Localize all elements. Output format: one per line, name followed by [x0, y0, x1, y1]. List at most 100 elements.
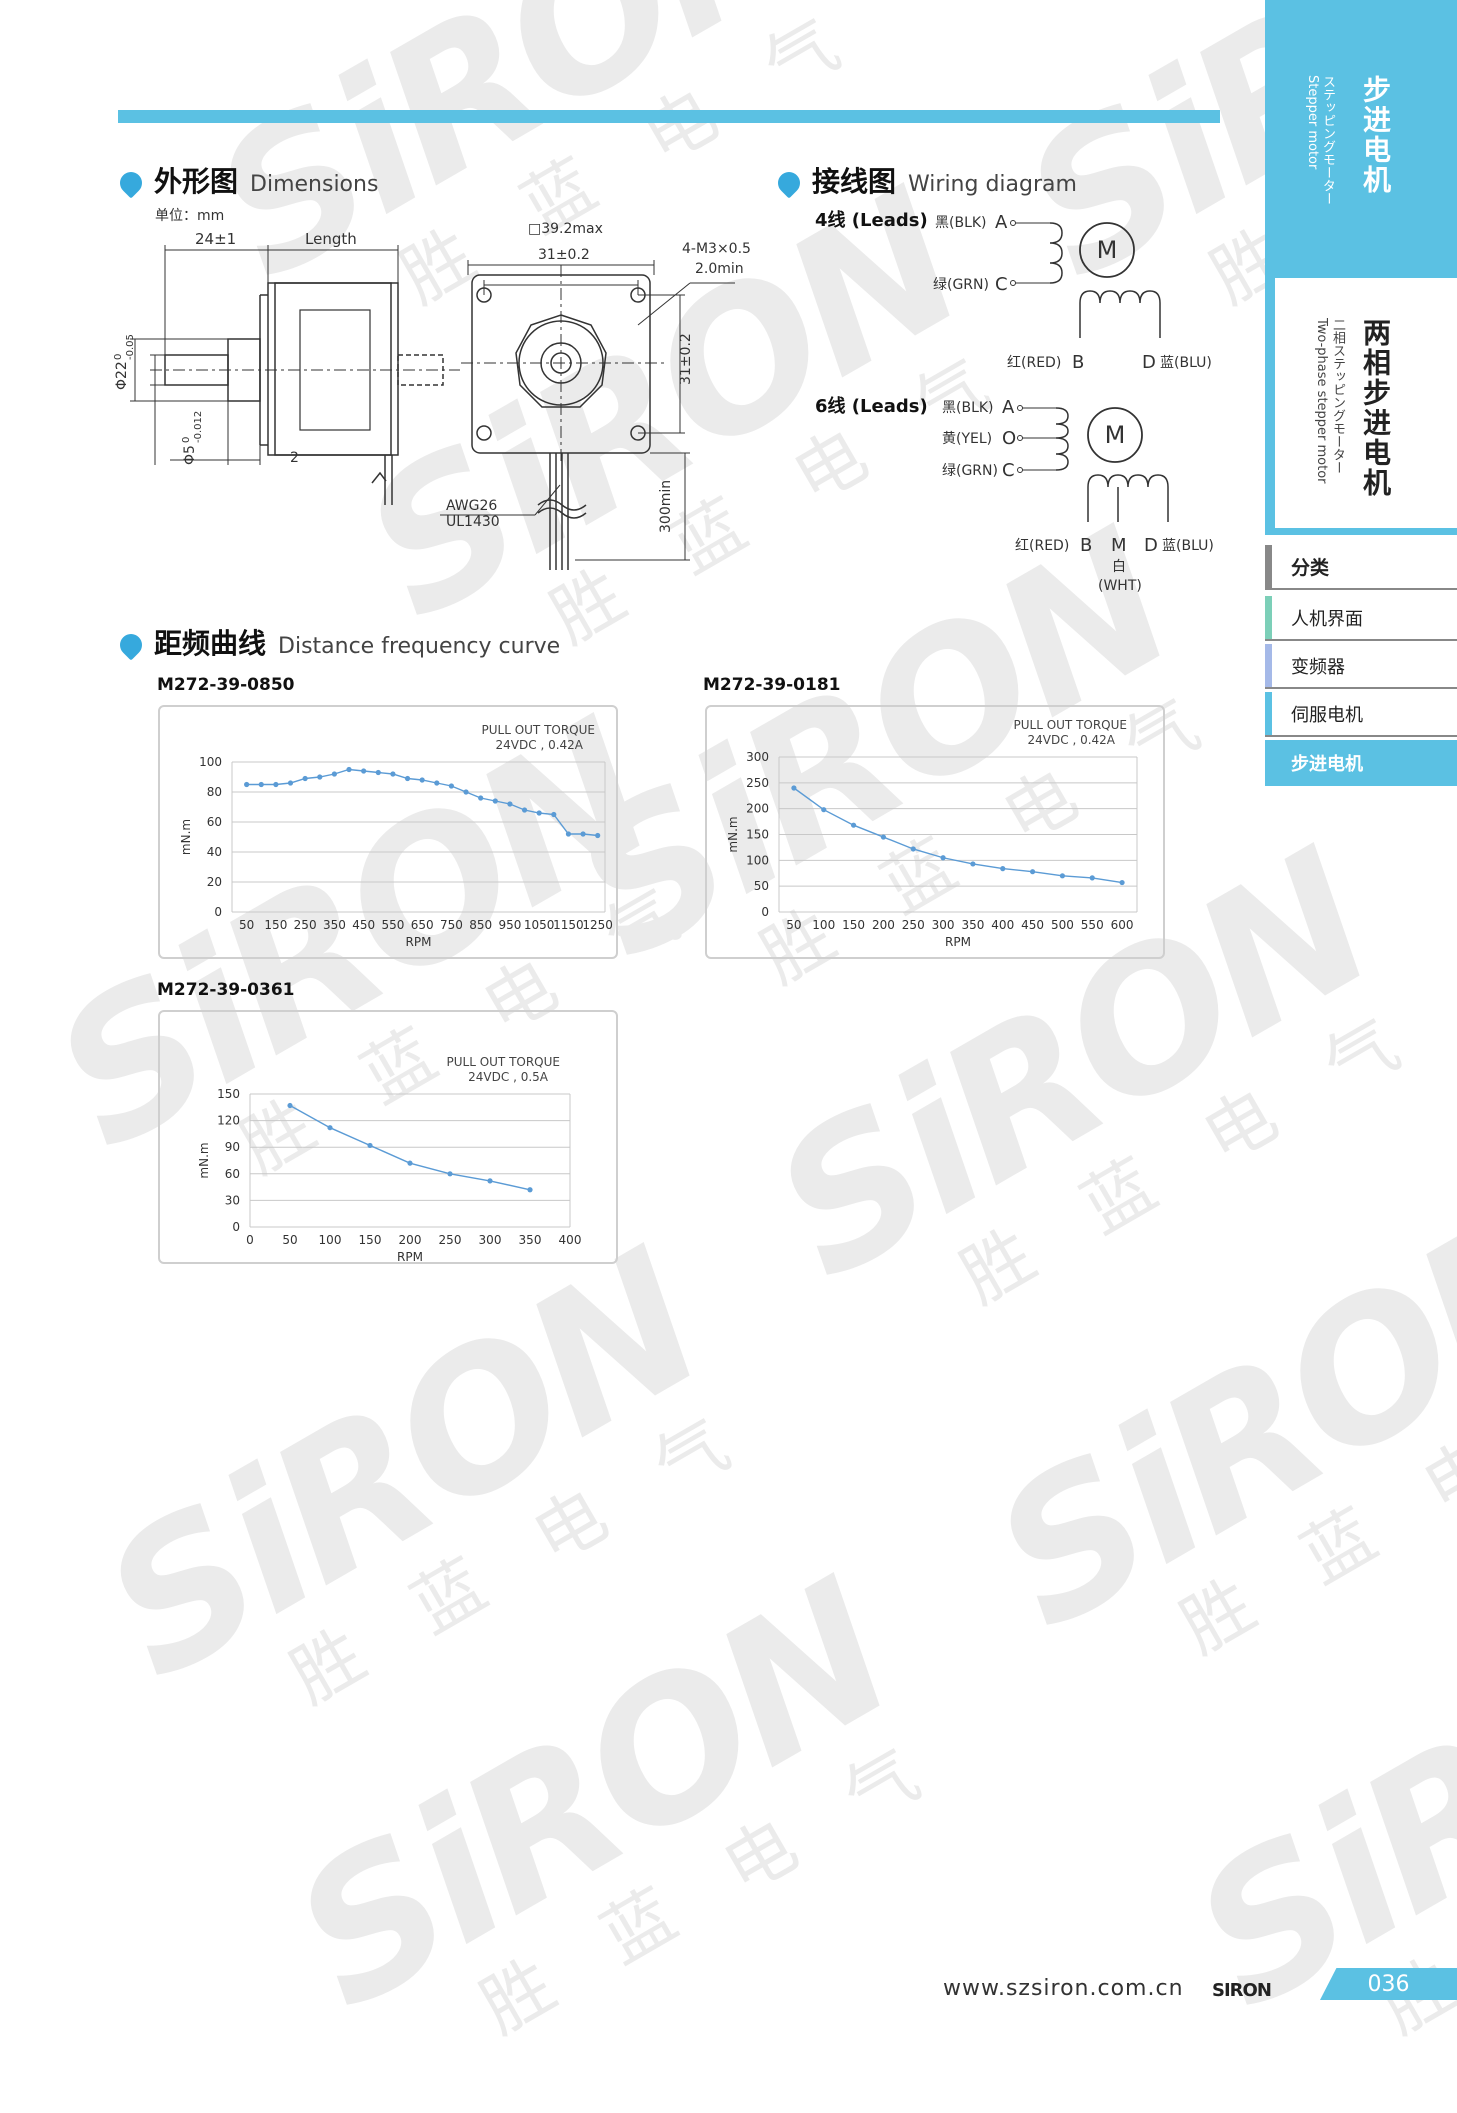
svg-text:绿(GRN): 绿(GRN) [942, 463, 998, 479]
data-point [447, 1171, 453, 1177]
dim-lead-length: 300min [658, 480, 674, 533]
dim-dia-boss: Φ22 [114, 361, 130, 390]
dim-pitch: 31±0.2 [538, 247, 590, 263]
data-point [487, 1178, 493, 1184]
sidebar-item-inverter[interactable]: 变频器 [1265, 644, 1457, 689]
x-tick-label: 550 [381, 918, 404, 932]
motor-symbol: M [1105, 421, 1126, 449]
x-tick-label: 250 [294, 918, 317, 932]
x-tick-label: 100 [319, 1233, 342, 1247]
y-axis-label: mN.m [197, 1142, 211, 1178]
svg-text:(WHT): (WHT) [1098, 578, 1142, 594]
footer-logo: SIRON [1212, 1980, 1272, 2001]
data-point [551, 811, 557, 818]
sidebar-item-category[interactable]: 分类 [1265, 545, 1457, 590]
chart-title: PULL OUT TORQUE [481, 723, 595, 737]
y-tick-label: 80 [207, 785, 222, 799]
svg-text:O: O [1002, 428, 1016, 449]
y-tick-label: 60 [207, 815, 222, 829]
x-tick-label: 150 [359, 1233, 382, 1247]
data-point [463, 789, 469, 795]
data-point [536, 810, 542, 816]
y-axis-label: mN.m [179, 819, 193, 855]
y-tick-label: 100 [199, 755, 222, 769]
svg-text:白: 白 [1112, 559, 1126, 575]
x-tick-label: 500 [1051, 918, 1074, 932]
y-tick-label: 50 [754, 879, 769, 893]
chart-subtitle: 24VDC , 0.42A [496, 738, 584, 752]
x-tick-label: 0 [246, 1233, 254, 1247]
dim-shaft-length: 24±1 [195, 230, 236, 248]
y-tick-label: 0 [232, 1220, 240, 1234]
x-tick-label: 300 [932, 918, 955, 932]
sidebar-item-stepper[interactable]: 步进电机 [1265, 740, 1457, 786]
y-tick-label: 150 [746, 828, 769, 842]
wiring-heading: 接线图 Wiring diagram [773, 160, 1077, 200]
data-point [821, 807, 827, 813]
footer-url[interactable]: www.szsiron.com.cn [943, 1976, 1184, 2001]
y-tick-label: 40 [207, 845, 222, 859]
sidebar-sub-top-jp: ステッピングモーター [1320, 75, 1335, 205]
sidebar-sub-mid-jp: 二相ステッピングモーター [1330, 318, 1345, 474]
y-axis-label: mN.m [726, 816, 740, 852]
data-point [390, 771, 396, 777]
data-point [448, 783, 455, 789]
sidebar-item-hmi[interactable]: 人机界面 [1265, 596, 1457, 641]
svg-text:-0.012: -0.012 [193, 411, 204, 443]
dim-wire-awg: AWG26 [446, 498, 497, 514]
data-point [791, 785, 797, 791]
svg-text:B: B [1080, 535, 1092, 556]
y-tick-label: 200 [746, 802, 769, 816]
x-tick-label: 150 [264, 918, 287, 932]
x-tick-label: 150 [842, 918, 865, 932]
data-point [404, 775, 411, 782]
data-point [258, 781, 264, 788]
dim-thread: 4-M3×0.5 [682, 241, 751, 257]
x-tick-label: 600 [1111, 918, 1134, 932]
sidebar-item-servo[interactable]: 伺服电机 [1265, 692, 1457, 737]
x-tick-label: 50 [239, 918, 254, 932]
svg-text:黄(YEL): 黄(YEL) [942, 430, 992, 447]
unit-label: 单位：mm [155, 208, 225, 224]
data-point [1059, 873, 1066, 879]
x-tick-label: 750 [440, 918, 463, 932]
dim-depth: 2.0min [695, 261, 744, 277]
data-point [327, 1125, 333, 1131]
svg-text:B: B [1072, 352, 1084, 373]
data-point [507, 801, 513, 807]
data-point [478, 795, 484, 801]
svg-text:0: 0 [181, 437, 192, 443]
sidebar-title-mid: 两相步进电机 [1359, 318, 1392, 498]
y-tick-label: 100 [746, 853, 769, 867]
data-point [273, 781, 279, 788]
data-point [595, 832, 601, 839]
svg-text:绿(GRN): 绿(GRN) [933, 277, 989, 293]
svg-text:黑(BLK): 黑(BLK) [942, 400, 994, 416]
dim-flange: 2 [290, 450, 299, 466]
data-point [565, 831, 572, 837]
bullet-icon [115, 167, 147, 199]
x-tick-label: 1050 [524, 918, 555, 932]
y-tick-label: 20 [207, 875, 222, 889]
data-point [407, 1160, 413, 1166]
y-tick-label: 30 [225, 1193, 240, 1207]
dim-dia-shaft: Φ5 [182, 445, 198, 465]
data-point [1000, 866, 1006, 872]
svg-text:黑(BLK): 黑(BLK) [935, 215, 987, 231]
data-point [1119, 879, 1125, 886]
svg-text:D: D [1144, 535, 1158, 556]
data-point [910, 846, 916, 852]
chart-subtitle: 24VDC , 0.5A [468, 1070, 549, 1084]
x-tick-label: 650 [411, 918, 434, 932]
data-point [880, 834, 887, 840]
x-tick-label: 250 [439, 1233, 462, 1247]
data-point [244, 781, 250, 788]
